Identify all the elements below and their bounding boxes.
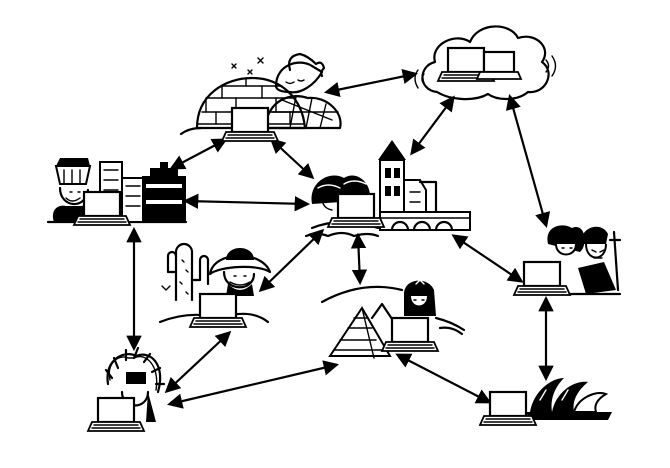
opera-house-laptop-icon (478, 378, 612, 427)
castle-bridge-laptop-icon (304, 140, 471, 238)
cactus-sombrero-laptop-icon (158, 242, 272, 329)
link-igloo-usa (169, 138, 228, 170)
link-europe-mexico (258, 228, 325, 293)
link-igloo-cloud (323, 68, 419, 98)
link-mexico-native (164, 330, 232, 394)
feather-headdress-laptop-icon (86, 346, 166, 433)
igloo-eskimo-laptop-icon (179, 52, 342, 143)
link-usa-europe (182, 193, 311, 212)
link-europe-egypt (350, 232, 368, 286)
link-igloo-europe (269, 137, 315, 180)
samurai-geisha-laptop-icon (512, 225, 622, 297)
link-cloud-japan (505, 94, 551, 228)
pyramids-cleopatra-laptop-icon (320, 279, 466, 359)
connection-arrows (126, 68, 554, 409)
link-egypt-sydney (395, 353, 492, 404)
uncle-sam-city-laptop-icon (46, 158, 188, 227)
cloud-laptop-icon (414, 25, 557, 101)
link-cloud-europe (410, 95, 455, 156)
link-native-egypt (167, 360, 339, 409)
link-europe-japan (451, 234, 524, 283)
